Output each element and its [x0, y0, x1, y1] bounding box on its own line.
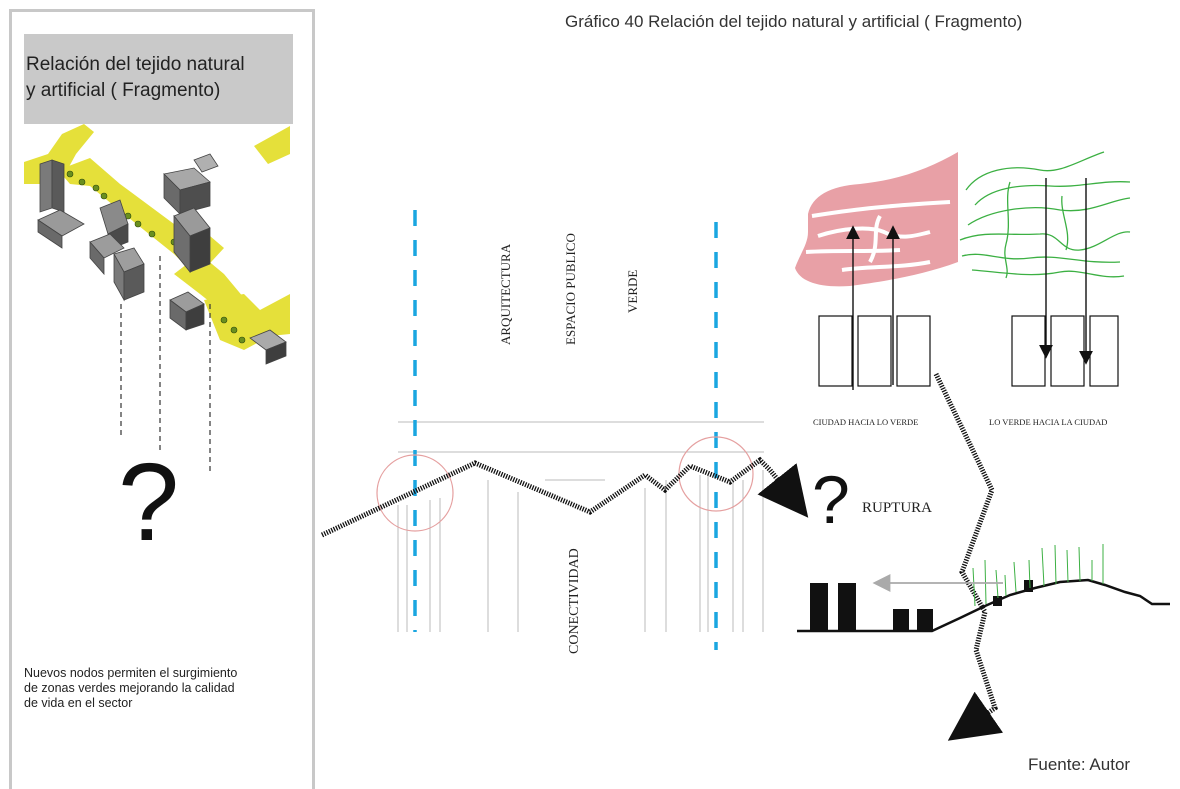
vegetation-tick [1078, 546, 1081, 582]
city-street [868, 215, 882, 263]
source-note: Fuente: Autor [1028, 755, 1131, 774]
tree-mark [100, 192, 108, 200]
building [265, 341, 287, 365]
city-block [1050, 315, 1085, 387]
caption-city-to-green: CIUDAD HACIA LO VERDE [813, 417, 919, 427]
building-silhouette [917, 609, 933, 631]
building [179, 181, 211, 215]
green-contour [961, 253, 1121, 263]
city-block [896, 315, 931, 387]
panel-description-line: de vida en el sector [24, 696, 133, 710]
building [193, 153, 219, 173]
building [173, 214, 191, 274]
label-conectividad: CONECTIVIDAD [567, 548, 582, 654]
label-arquitectura: ARQUITECTURA [498, 243, 513, 345]
tree-mark [230, 326, 238, 334]
green-contour [1004, 181, 1011, 279]
vegetation-tick [995, 569, 999, 599]
city-street [817, 226, 931, 239]
vegetation-tick [1004, 574, 1007, 597]
building-silhouette [810, 583, 828, 631]
rupture-label: RUPTURA [862, 500, 933, 516]
section-diagram [320, 151, 1170, 741]
vegetation-tick [1013, 561, 1017, 593]
panel-title-band: Relación del tejido natural y artificial… [24, 34, 293, 124]
building [185, 303, 205, 331]
city-block [818, 315, 853, 387]
panel-title-line2: y artificial ( Fragmento) [26, 80, 221, 101]
rupture-question-mark: ? [812, 462, 850, 538]
green-contour [959, 231, 1131, 251]
green-contour [1061, 195, 1069, 251]
vegetation-tick [1028, 559, 1031, 589]
panel-question-mark: ? [118, 441, 180, 564]
vegetation-tick [1054, 544, 1057, 585]
building [123, 263, 145, 301]
tree-mark [148, 230, 156, 238]
building [89, 240, 105, 276]
panel-description: Nuevos nodos permiten el surgimiento de … [24, 666, 237, 711]
green-contour [971, 269, 1125, 278]
building-silhouette [893, 609, 909, 631]
caption-green-to-city: LO VERDE HACIA LA CIUDAD [989, 417, 1108, 427]
building-silhouette [993, 596, 1002, 606]
green-contour [967, 197, 1131, 226]
panel-title-line1: Relación del tejido natural [26, 54, 245, 75]
city-street [841, 260, 931, 272]
figure-caption: Gráfico 40 Relación del tejido natural y… [565, 12, 1023, 31]
vegetation-tick [984, 559, 987, 605]
building-silhouette [838, 583, 856, 631]
yellow-path [254, 126, 290, 164]
building [37, 219, 63, 249]
label-verde: VERDE [625, 269, 640, 313]
tree-mark [134, 220, 142, 228]
rupture-line [933, 372, 1004, 741]
green-contour [965, 151, 1105, 191]
vegetation-tick [1041, 547, 1045, 587]
left-panel [9, 9, 315, 789]
city-block [1011, 315, 1046, 387]
panel-description-line: de zonas verdes mejorando la calidad [24, 681, 235, 695]
tree-mark [92, 184, 100, 192]
tree-mark [238, 336, 246, 344]
vegetation-tick [972, 567, 976, 607]
figure: Gráfico 40 Relación del tejido natural y… [9, 9, 1170, 789]
label-espacio-publico: ESPACIO PUBLICO [563, 233, 578, 345]
city-block [1089, 315, 1119, 387]
panel-description-line: Nuevos nodos permiten el surgimiento [24, 666, 238, 680]
building-silhouette [1024, 580, 1033, 592]
tree-mark [78, 178, 86, 186]
tree-mark [220, 316, 228, 324]
vegetation-tick [1066, 549, 1069, 583]
tree-mark [66, 170, 74, 178]
city-street [811, 200, 951, 218]
ground-profile [797, 578, 1170, 633]
connectivity-line [320, 456, 809, 538]
city-block [857, 315, 892, 387]
green-contour [974, 181, 1131, 206]
node-circle [376, 454, 454, 532]
axonometric-illustration [24, 124, 290, 474]
